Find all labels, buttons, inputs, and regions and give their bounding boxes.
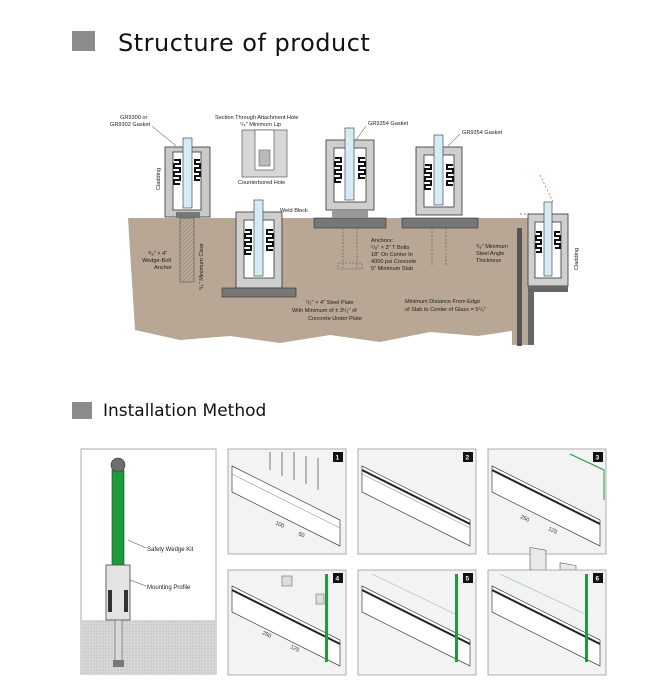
- side-mount-profile: [164, 137, 211, 283]
- install-cross-section: [80, 448, 217, 675]
- cladding-right-label: Cladding: [574, 248, 580, 270]
- section-marker-square: [72, 402, 92, 419]
- steel-angle-label: ³/₈" Minimum: [476, 244, 508, 250]
- min-clear-label: ³/₄" Minimum Clear: [199, 243, 205, 290]
- section-marker-square: [72, 31, 95, 51]
- svg-text:5" Minimum Slab: 5" Minimum Slab: [371, 266, 413, 272]
- svg-text:Steel Angle: Steel Angle: [476, 251, 504, 257]
- svg-text:¹/₄" Minimum Lip: ¹/₄" Minimum Lip: [240, 122, 281, 128]
- svg-text:250: 250: [261, 630, 272, 639]
- gasket-mid-label: GR9354 Gasket: [368, 121, 409, 127]
- gasket-right-label: GR9354 Gasket: [462, 130, 503, 136]
- svg-text:18" On Center In: 18" On Center In: [371, 252, 413, 258]
- install-step-1: 100 50 1: [227, 448, 347, 555]
- section-hole-label: Section Through Attachment Hole: [215, 115, 299, 121]
- counterbored-label: Counterbored Hole: [238, 180, 285, 186]
- svg-text:125: 125: [289, 644, 300, 653]
- step-5-badge: 5: [466, 576, 470, 583]
- svg-text:With Minimum of ± 3¹/₂" of: With Minimum of ± 3¹/₂" of: [292, 308, 357, 314]
- svg-text:50: 50: [297, 531, 305, 539]
- svg-text:100: 100: [274, 520, 285, 529]
- weld-block-profile: [313, 127, 387, 270]
- install-step-3: 250 125 3: [487, 448, 607, 588]
- plate-mount-profile: [221, 199, 297, 298]
- svg-text:GR9302 Gasket: GR9302 Gasket: [110, 122, 151, 128]
- step-4-badge: 4: [336, 576, 340, 583]
- svg-text:Concrete Under Plate: Concrete Under Plate: [308, 316, 362, 322]
- install-step-5: 5: [357, 569, 477, 676]
- mounting-profile-label: Mounting Profile: [147, 585, 191, 591]
- counterbored-section: [241, 129, 288, 178]
- svg-text:⁵/₈" × 3" T Bolts: ⁵/₈" × 3" T Bolts: [371, 244, 410, 251]
- cladding-left-label: Cladding: [156, 168, 162, 190]
- step-2-badge: 2: [466, 455, 470, 462]
- concrete-slab: [128, 218, 518, 343]
- anchors-label: Anchors:: [371, 238, 394, 244]
- steel-plate-label: ¹/₂" × 4" Steel Plate: [306, 300, 354, 306]
- step-3-badge: 3: [596, 455, 600, 462]
- wedge-bolt-label: ³/₈" × 4": [148, 251, 167, 257]
- svg-text:Thickness: Thickness: [476, 258, 501, 264]
- svg-text:125: 125: [547, 526, 558, 535]
- installation-title: Installation Method: [103, 401, 267, 421]
- step-6-badge: 6: [596, 576, 600, 583]
- structure-title: Structure of product: [118, 29, 371, 57]
- weld-block-label: Weld Block: [280, 208, 308, 214]
- svg-text:250: 250: [519, 514, 530, 523]
- top-mount-profile: [401, 134, 479, 266]
- gasket-left-label: GR9300 or: [120, 115, 147, 121]
- edge-distance-label: Minimum Distance From Edge: [405, 299, 480, 305]
- step-1-badge: 1: [336, 455, 340, 462]
- wedge-kit-label: Safety Wedge Kit: [147, 547, 194, 553]
- svg-text:Anchor: Anchor: [154, 265, 172, 271]
- angle-mount-profile: [527, 201, 569, 345]
- install-step-4: 250 125 4: [227, 569, 347, 676]
- install-step-6: 6: [487, 569, 607, 676]
- svg-text:Wedge-Bolt: Wedge-Bolt: [142, 258, 172, 264]
- install-step-2: 2: [357, 448, 477, 555]
- svg-text:of Slab to Center of Glass = 5: of Slab to Center of Glass = 5¹/₂": [405, 307, 486, 313]
- svg-text:4000 psi Concrete: 4000 psi Concrete: [371, 259, 416, 265]
